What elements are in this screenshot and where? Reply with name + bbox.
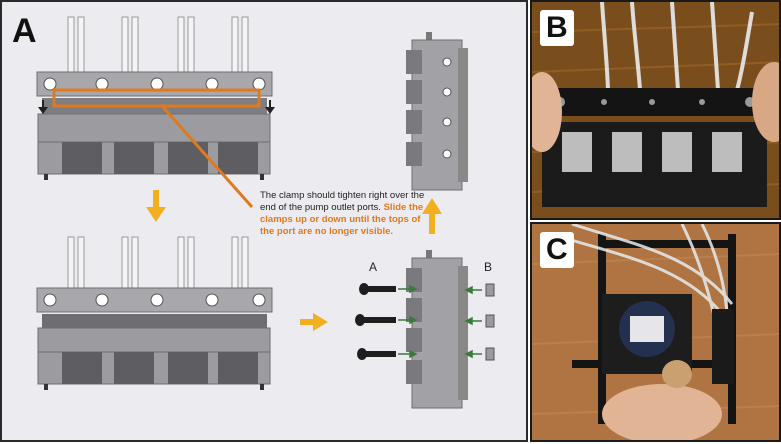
- panel-b-photo: B: [530, 0, 781, 220]
- arrow-right-icon: [300, 313, 328, 331]
- instruction-highlight: Slide the clamps up or down until the to…: [260, 202, 424, 237]
- screws-hardware: [355, 283, 418, 360]
- bottom-assembly: [36, 236, 273, 390]
- top-assembly: [36, 16, 275, 208]
- arrow-up-icon: [422, 198, 442, 234]
- nuts-hardware: [464, 283, 495, 361]
- instruction-plain: The clamp should tighten right over the …: [260, 190, 425, 213]
- nuts-label: B: [484, 260, 493, 274]
- panel-b-letter: B: [540, 10, 574, 46]
- arrow-down-icon: [146, 190, 166, 222]
- panel-c-letter: C: [540, 232, 574, 268]
- clamp-side-view-bottom: [406, 250, 468, 409]
- clamp-side-view-top: [406, 32, 468, 191]
- clamp-instruction-text: The clamp should tighten right over the …: [260, 190, 430, 238]
- panel-a-schematic: A: [0, 0, 528, 442]
- panel-a-letter: A: [12, 12, 37, 50]
- schematic-drawing: [36, 16, 495, 409]
- panel-c-photo: C: [530, 222, 781, 442]
- screws-label: A: [369, 260, 378, 274]
- photo-c-illustration: [532, 224, 779, 440]
- photo-b-illustration: [532, 2, 779, 218]
